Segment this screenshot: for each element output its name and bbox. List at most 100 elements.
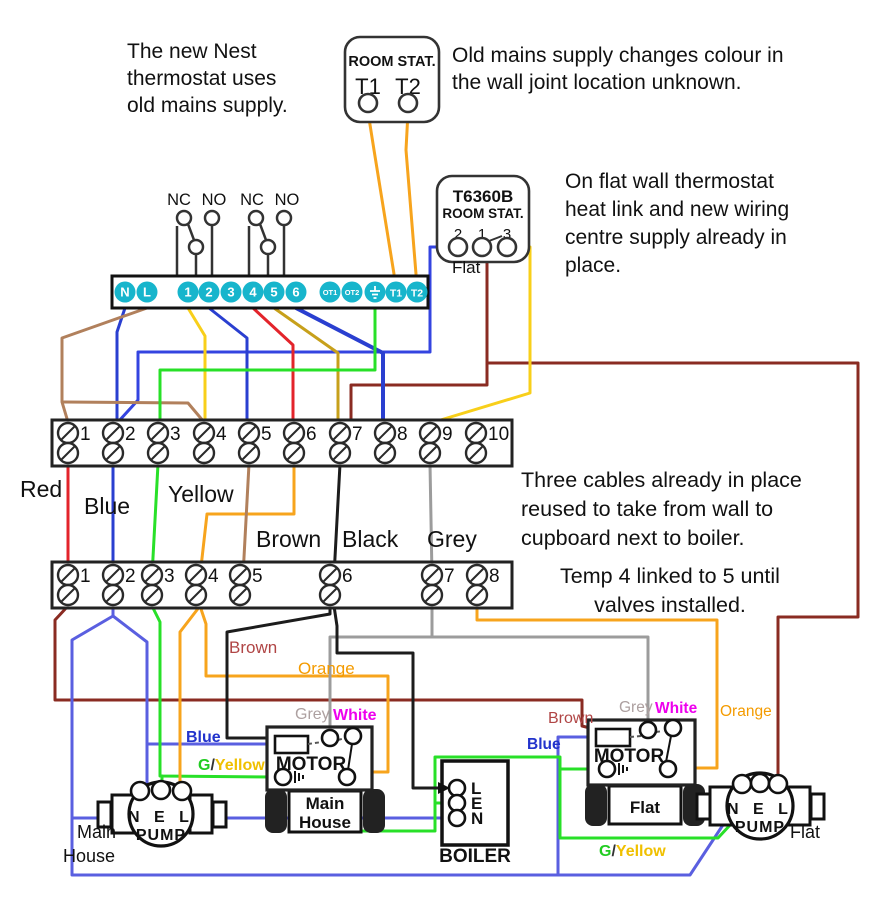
wire-label: Flat xyxy=(452,258,481,277)
wire-heatlink-6-blue xyxy=(294,306,385,424)
terminal-number: 4 xyxy=(216,424,227,445)
terminal-label: OT2 xyxy=(345,288,360,297)
terminal-number: 9 xyxy=(442,424,453,445)
wire-blue-motor-right xyxy=(556,735,597,877)
wire-label: Orange xyxy=(298,659,355,678)
wire-green-earth-left xyxy=(150,604,276,779)
wire-brown-link xyxy=(241,462,251,578)
wire-label: Brown xyxy=(256,526,321,552)
wire-label: White xyxy=(333,707,377,724)
terminal-number: 8 xyxy=(397,424,408,445)
stat-terminal-label: 1 xyxy=(478,226,486,243)
wire-label: White xyxy=(655,700,698,717)
wire-orange-link xyxy=(198,462,296,578)
wire-label: Brown xyxy=(229,638,277,657)
pump-terminals-label: N E L xyxy=(727,801,793,818)
motor-label: MOTOR xyxy=(594,746,665,767)
wire-grey-motor-left xyxy=(328,604,434,733)
terminal-number: 5 xyxy=(252,566,263,587)
wire-label: Blue xyxy=(527,736,561,753)
wire-label: G/Yellow xyxy=(198,757,265,774)
switch-label: NO xyxy=(202,191,227,209)
wire-label: Blue xyxy=(84,493,130,519)
wire-label: G/Yellow xyxy=(599,843,666,860)
note-nest-supply: The new Nest thermostat uses old mains s… xyxy=(127,40,288,117)
wire-roomstat-t2 xyxy=(404,110,418,276)
terminal-label: 1 xyxy=(184,285,191,300)
pump-label: PUMP xyxy=(136,827,186,844)
heat-link-terminal-6 xyxy=(285,281,307,303)
wire-black-link xyxy=(332,462,342,578)
heat-link-terminal-1 xyxy=(177,281,199,303)
wire-brown-branch xyxy=(62,400,206,424)
wire-flatstat-1-maroon xyxy=(349,251,489,424)
wire-maroon-to-flat-motor xyxy=(53,604,600,732)
wire-orange-pump-l xyxy=(178,604,202,797)
valve-label: Flat xyxy=(630,798,661,817)
stat-terminal-label: 2 xyxy=(454,226,462,243)
boiler-terminal-label: N xyxy=(471,809,483,828)
stat-terminal-label: 3 xyxy=(503,226,511,243)
wire-maroon-right-edge xyxy=(485,361,860,778)
note-three-cables: Three cables already in place reused to … xyxy=(521,468,802,550)
valve-label: House xyxy=(299,813,351,832)
heat-link-terminal-4 xyxy=(242,281,264,303)
terminal-number: 3 xyxy=(164,566,175,587)
wire-heatlink-L-brown xyxy=(60,306,149,424)
wire-green-link xyxy=(150,462,160,578)
wire-heatlink-earth-green xyxy=(158,306,377,424)
wire-label: Grey xyxy=(619,699,653,716)
terminal-label: 6 xyxy=(292,285,299,300)
wire-roomstat-t1 xyxy=(366,110,396,276)
switch-label: NC xyxy=(167,191,191,209)
wire-label: Orange xyxy=(720,703,772,720)
wire-blue-bus xyxy=(70,604,744,877)
switch-label: NO xyxy=(275,191,300,209)
boiler-terminal-label: L xyxy=(471,779,481,798)
terminal-number: 2 xyxy=(125,566,136,587)
note-temp-link: Temp 4 linked to 5 until valves installe… xyxy=(560,564,780,617)
wire-orange-motor-right xyxy=(475,604,719,770)
wire-label: Black xyxy=(342,526,399,552)
wire-heatlink-4-red xyxy=(251,306,295,424)
wire-heatlink-2-blue xyxy=(207,306,249,424)
heat-link-terminal-⏚ xyxy=(364,281,386,303)
pump-terminals-label: N E L xyxy=(128,809,194,826)
wire-heatlink-N-blue xyxy=(115,306,127,424)
heat-link-terminal-N xyxy=(114,281,136,303)
terminal-label: N xyxy=(120,285,129,300)
wire-label: Grey xyxy=(427,526,477,552)
wire-black-boiler-l xyxy=(332,604,448,790)
wire-label: Flat xyxy=(790,822,820,842)
terminal-label: 3 xyxy=(227,285,234,300)
wire-flatstat-3-yellow xyxy=(432,245,532,424)
stat-title: ROOM STAT. xyxy=(442,206,523,221)
terminal-number: 1 xyxy=(80,424,91,445)
wire-label: Main xyxy=(77,822,116,842)
terminal-label: OT1 xyxy=(323,288,338,297)
heat-link-terminal-OT2 xyxy=(341,281,363,303)
terminal-label: T2 xyxy=(411,288,423,300)
heat-link-terminal-T1 xyxy=(385,281,407,303)
terminal-number: 6 xyxy=(342,566,353,587)
wire-orange-motor-left xyxy=(198,604,390,774)
terminal-number: 6 xyxy=(306,424,317,445)
wire-label: Grey xyxy=(295,706,330,723)
wire-label: Red xyxy=(20,476,62,502)
wire-heatlink-1-yellow xyxy=(186,306,207,424)
terminal-number: 10 xyxy=(488,424,509,445)
terminal-number: 1 xyxy=(80,566,91,587)
boiler-terminal-label: E xyxy=(471,794,482,813)
pump-label: PUMP xyxy=(735,819,785,836)
earth-terminal xyxy=(273,767,293,787)
terminal-label: L xyxy=(143,285,151,300)
wire-label: Yellow xyxy=(168,481,234,507)
